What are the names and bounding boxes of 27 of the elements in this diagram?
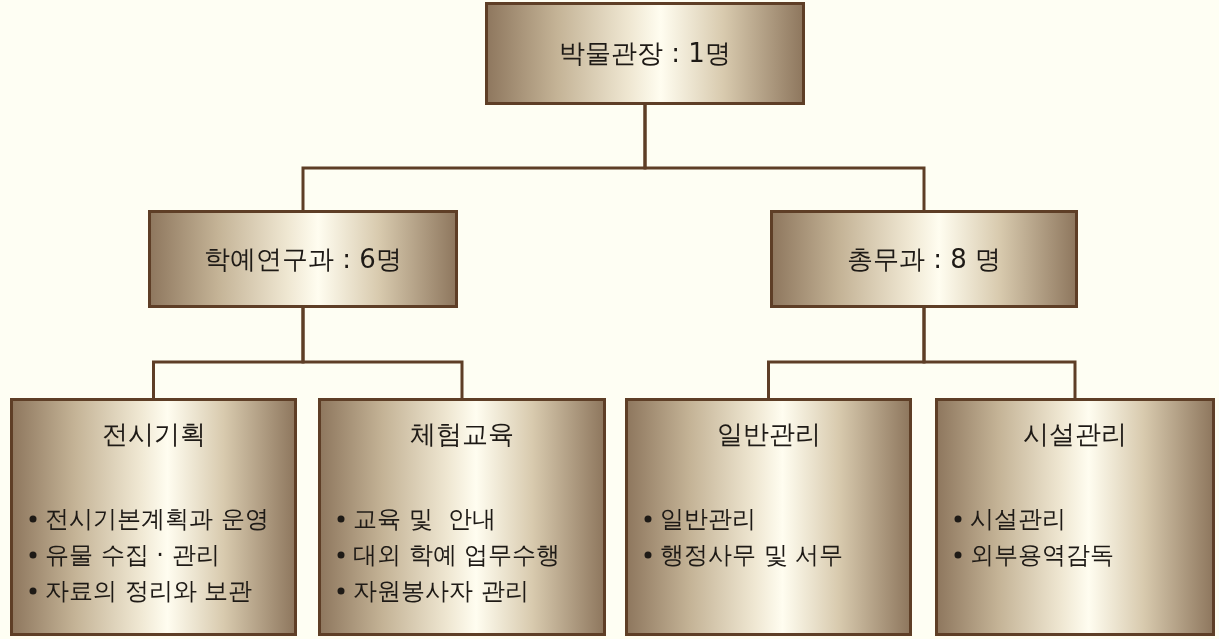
org-box [148,210,458,308]
bullet-item: 행정사무 및 서무 [660,540,844,571]
bullet-item: 자료의 정리와 보관 [45,576,253,607]
bullet-item: 전시기본계획과 운영 [45,504,269,535]
org-box [770,210,1078,308]
card-heading: 전시기획 [101,419,206,449]
connector-line [301,308,464,398]
bullet-item: 대외 학예 업무수행 [353,540,561,571]
department-card [318,398,606,636]
card-heading: 시설관리 [1023,419,1127,449]
box-title: 학예연구과 : 6명 [204,242,402,276]
bullet-item: 외부용역감독 [970,540,1114,571]
box-title: 총무과 : 8 명 [846,242,1002,276]
department-card [10,398,297,636]
department-card [935,398,1215,636]
card-heading: 체험교육 [410,419,514,449]
connector-line [643,105,926,210]
bullet-item: 일반관리 [660,504,756,535]
bullet-item: 자원봉사자 관리 [353,576,529,607]
org-box [485,2,805,105]
bullet-item: 교육 및 안내 [353,504,496,535]
bullet-item: 유물 수집 · 관리 [45,540,220,571]
department-card [625,398,912,636]
card-heading: 일반관리 [716,419,821,449]
box-title: 박물관장 : 1명 [559,37,731,70]
connector-line [922,308,1077,398]
bullet-item: 시설관리 [970,504,1066,535]
